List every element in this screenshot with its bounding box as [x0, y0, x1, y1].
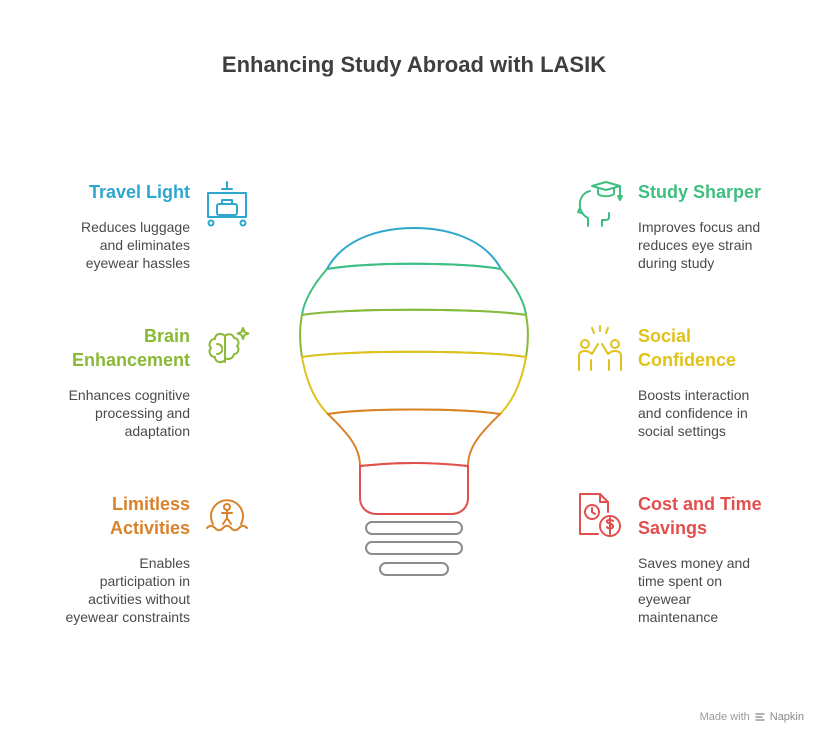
brain-heading-2: Enhancement	[71, 350, 190, 370]
limitless-heading-2: Activities	[109, 518, 190, 538]
cost-desc-3: eyewear	[638, 591, 691, 607]
study-heading: Study Sharper	[638, 182, 762, 202]
footer-brand: Napkin	[769, 711, 804, 723]
swimmer-icon	[206, 499, 248, 532]
travel-heading: Travel Light	[88, 182, 190, 202]
study-desc-2: reduces eye strain	[638, 237, 753, 253]
social-desc-3: social settings	[638, 423, 726, 439]
brain-heading-1: Brain	[143, 326, 190, 346]
travel-desc-1: Reduces luggage	[81, 219, 190, 235]
social-desc-1: Boosts interaction	[638, 387, 750, 403]
bulb-segment-lime	[299, 308, 529, 359]
cost-heading-1: Cost and Time	[638, 494, 762, 514]
high-five-icon	[578, 325, 622, 371]
item-travel-light: Travel Light Reduces luggage and elimina…	[0, 180, 190, 272]
limitless-heading-1: Limitless	[111, 494, 190, 514]
item-limitless-activities: Limitless Activities Enables participati…	[0, 492, 190, 626]
cost-desc-4: maintenance	[638, 609, 719, 625]
cost-desc-2: time spent on	[638, 573, 723, 589]
social-heading-1: Social	[638, 326, 692, 346]
cost-desc-1: Saves money and	[638, 555, 751, 571]
bulb-segment-red	[359, 462, 469, 515]
brain-desc-2: processing and	[95, 405, 190, 421]
bulb-base-ring-1	[365, 521, 463, 535]
brain-sparkle-icon	[208, 327, 250, 364]
limitless-desc-3: activities without	[88, 591, 190, 607]
limitless-desc-1: Enables	[139, 555, 190, 571]
limitless-desc-4: eyewear constraints	[65, 609, 190, 625]
study-desc-1: Improves focus and	[638, 219, 761, 235]
brain-desc-1: Enhances cognitive	[68, 387, 190, 403]
travel-desc-3: eyewear hassles	[85, 255, 190, 271]
bulb-segment-orange	[325, 408, 503, 468]
graduate-head-icon	[577, 181, 623, 227]
item-cost-time-savings: Cost and Time Savings Saves money and ti…	[638, 492, 818, 626]
luggage-cart-icon	[207, 181, 247, 227]
cost-heading-2: Savings	[638, 518, 708, 538]
clock-dollar-document-icon	[579, 493, 621, 537]
bulb-segment-yellow	[300, 350, 528, 416]
bulb-base-ring-2	[365, 541, 463, 555]
social-heading-2: Confidence	[638, 350, 737, 370]
footer-prefix: Made with	[699, 711, 750, 723]
light-bulb-graphic	[299, 226, 529, 576]
social-desc-2: and confidence in	[638, 405, 748, 421]
item-brain-enhancement: Brain Enhancement Enhances cognitive pro…	[0, 324, 190, 440]
diagram-title: Enhancing Study Abroad with LASIK	[221, 52, 607, 77]
limitless-desc-2: participation in	[99, 573, 190, 589]
item-social-confidence: Social Confidence Boosts interaction and…	[638, 324, 818, 440]
bulb-segment-green	[300, 262, 528, 317]
brain-desc-3: adaptation	[124, 423, 190, 439]
bulb-base-ring-3	[379, 562, 449, 576]
item-study-sharper: Study Sharper Improves focus and reduces…	[638, 180, 818, 272]
napkin-logo-icon	[755, 713, 765, 721]
travel-desc-2: and eliminates	[99, 237, 190, 253]
footer-credit: Made with Napkin	[700, 711, 804, 723]
study-desc-3: during study	[638, 255, 715, 271]
